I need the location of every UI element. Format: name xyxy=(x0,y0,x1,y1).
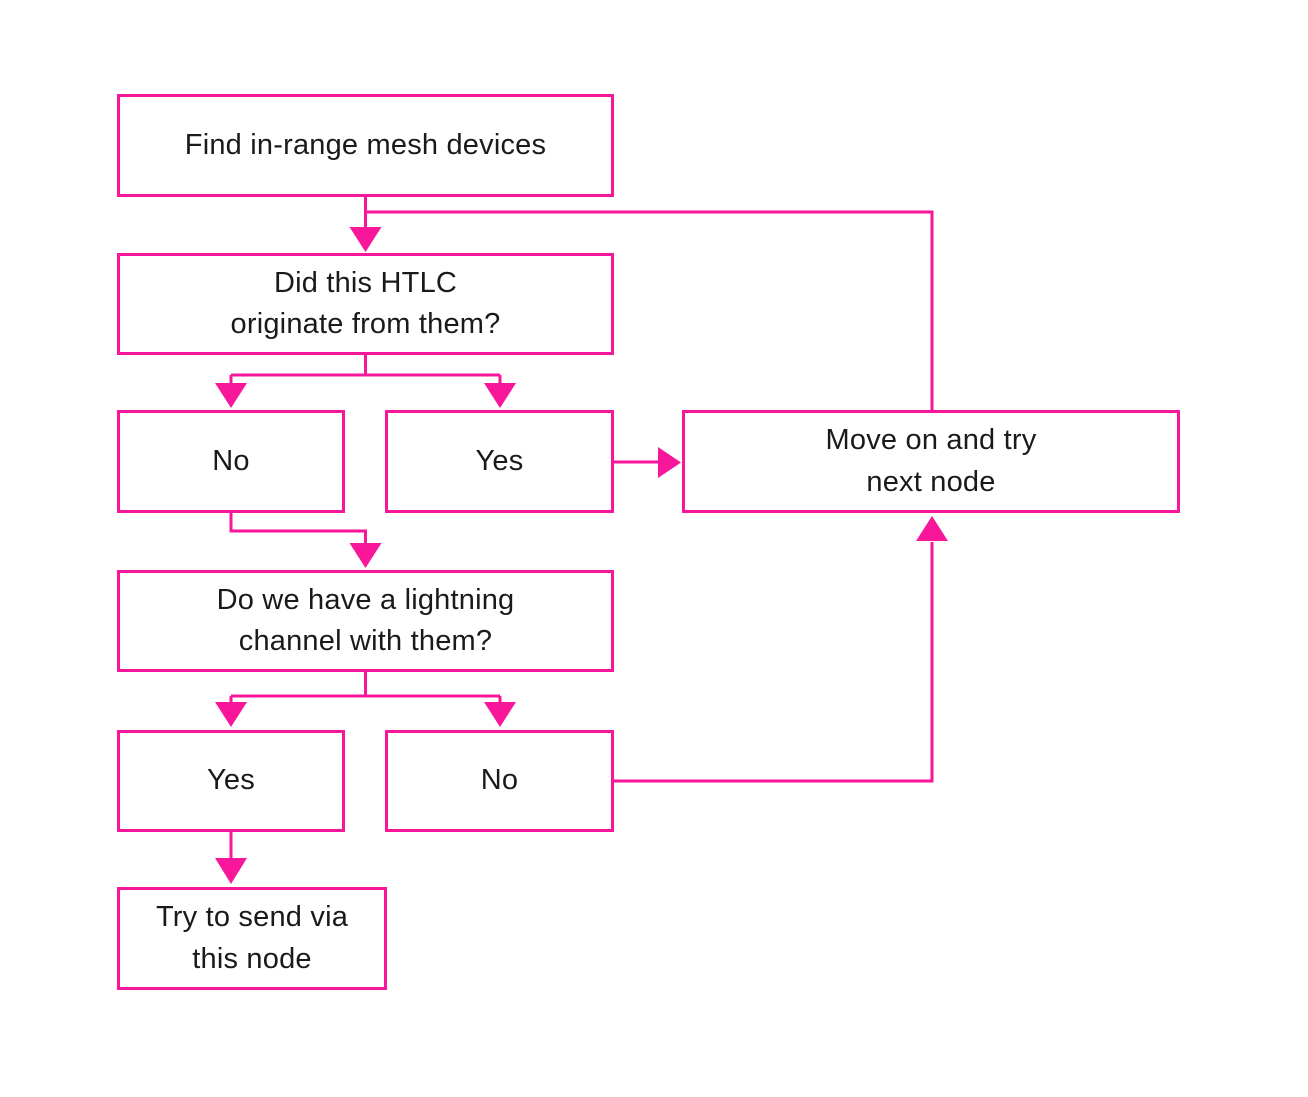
connector-find-to-htlc xyxy=(349,197,382,252)
node-label: Try to send via this node xyxy=(155,901,349,975)
node-label: Yes xyxy=(475,444,524,477)
connector-channel-split xyxy=(215,672,516,727)
node-channel-no: No xyxy=(385,730,614,832)
node-label: Move on and try next node xyxy=(825,424,1037,498)
node-htlc-yes: Yes xyxy=(385,410,614,513)
node-htlc-originate-question: Did this HTLC originate from them? xyxy=(117,253,614,355)
connector-moveon-loop-to-htlc xyxy=(365,210,934,410)
connector-yes-to-moveon xyxy=(613,447,681,478)
node-try-send-via-node: Try to send via this node xyxy=(117,887,387,990)
node-channel-yes: Yes xyxy=(117,730,345,832)
node-lightning-channel-question: Do we have a lightning channel with them… xyxy=(117,570,614,672)
node-label: No xyxy=(212,444,250,477)
node-label: Do we have a lightning channel with them… xyxy=(216,583,515,657)
node-htlc-no: No xyxy=(117,410,345,513)
node-label: No xyxy=(480,764,519,797)
connector-htlc-split xyxy=(215,355,516,408)
node-label: Find in-range mesh devices xyxy=(184,128,547,161)
node-move-on-next-node: Move on and try next node xyxy=(682,410,1180,513)
connector-yes-to-trysend xyxy=(215,832,247,884)
node-label: Did this HTLC originate from them? xyxy=(230,266,501,340)
node-label: Yes xyxy=(207,764,255,797)
connector-no-to-channel xyxy=(229,513,382,568)
node-find-mesh-devices: Find in-range mesh devices xyxy=(117,94,614,197)
connector-channelno-to-moveon xyxy=(614,516,948,783)
